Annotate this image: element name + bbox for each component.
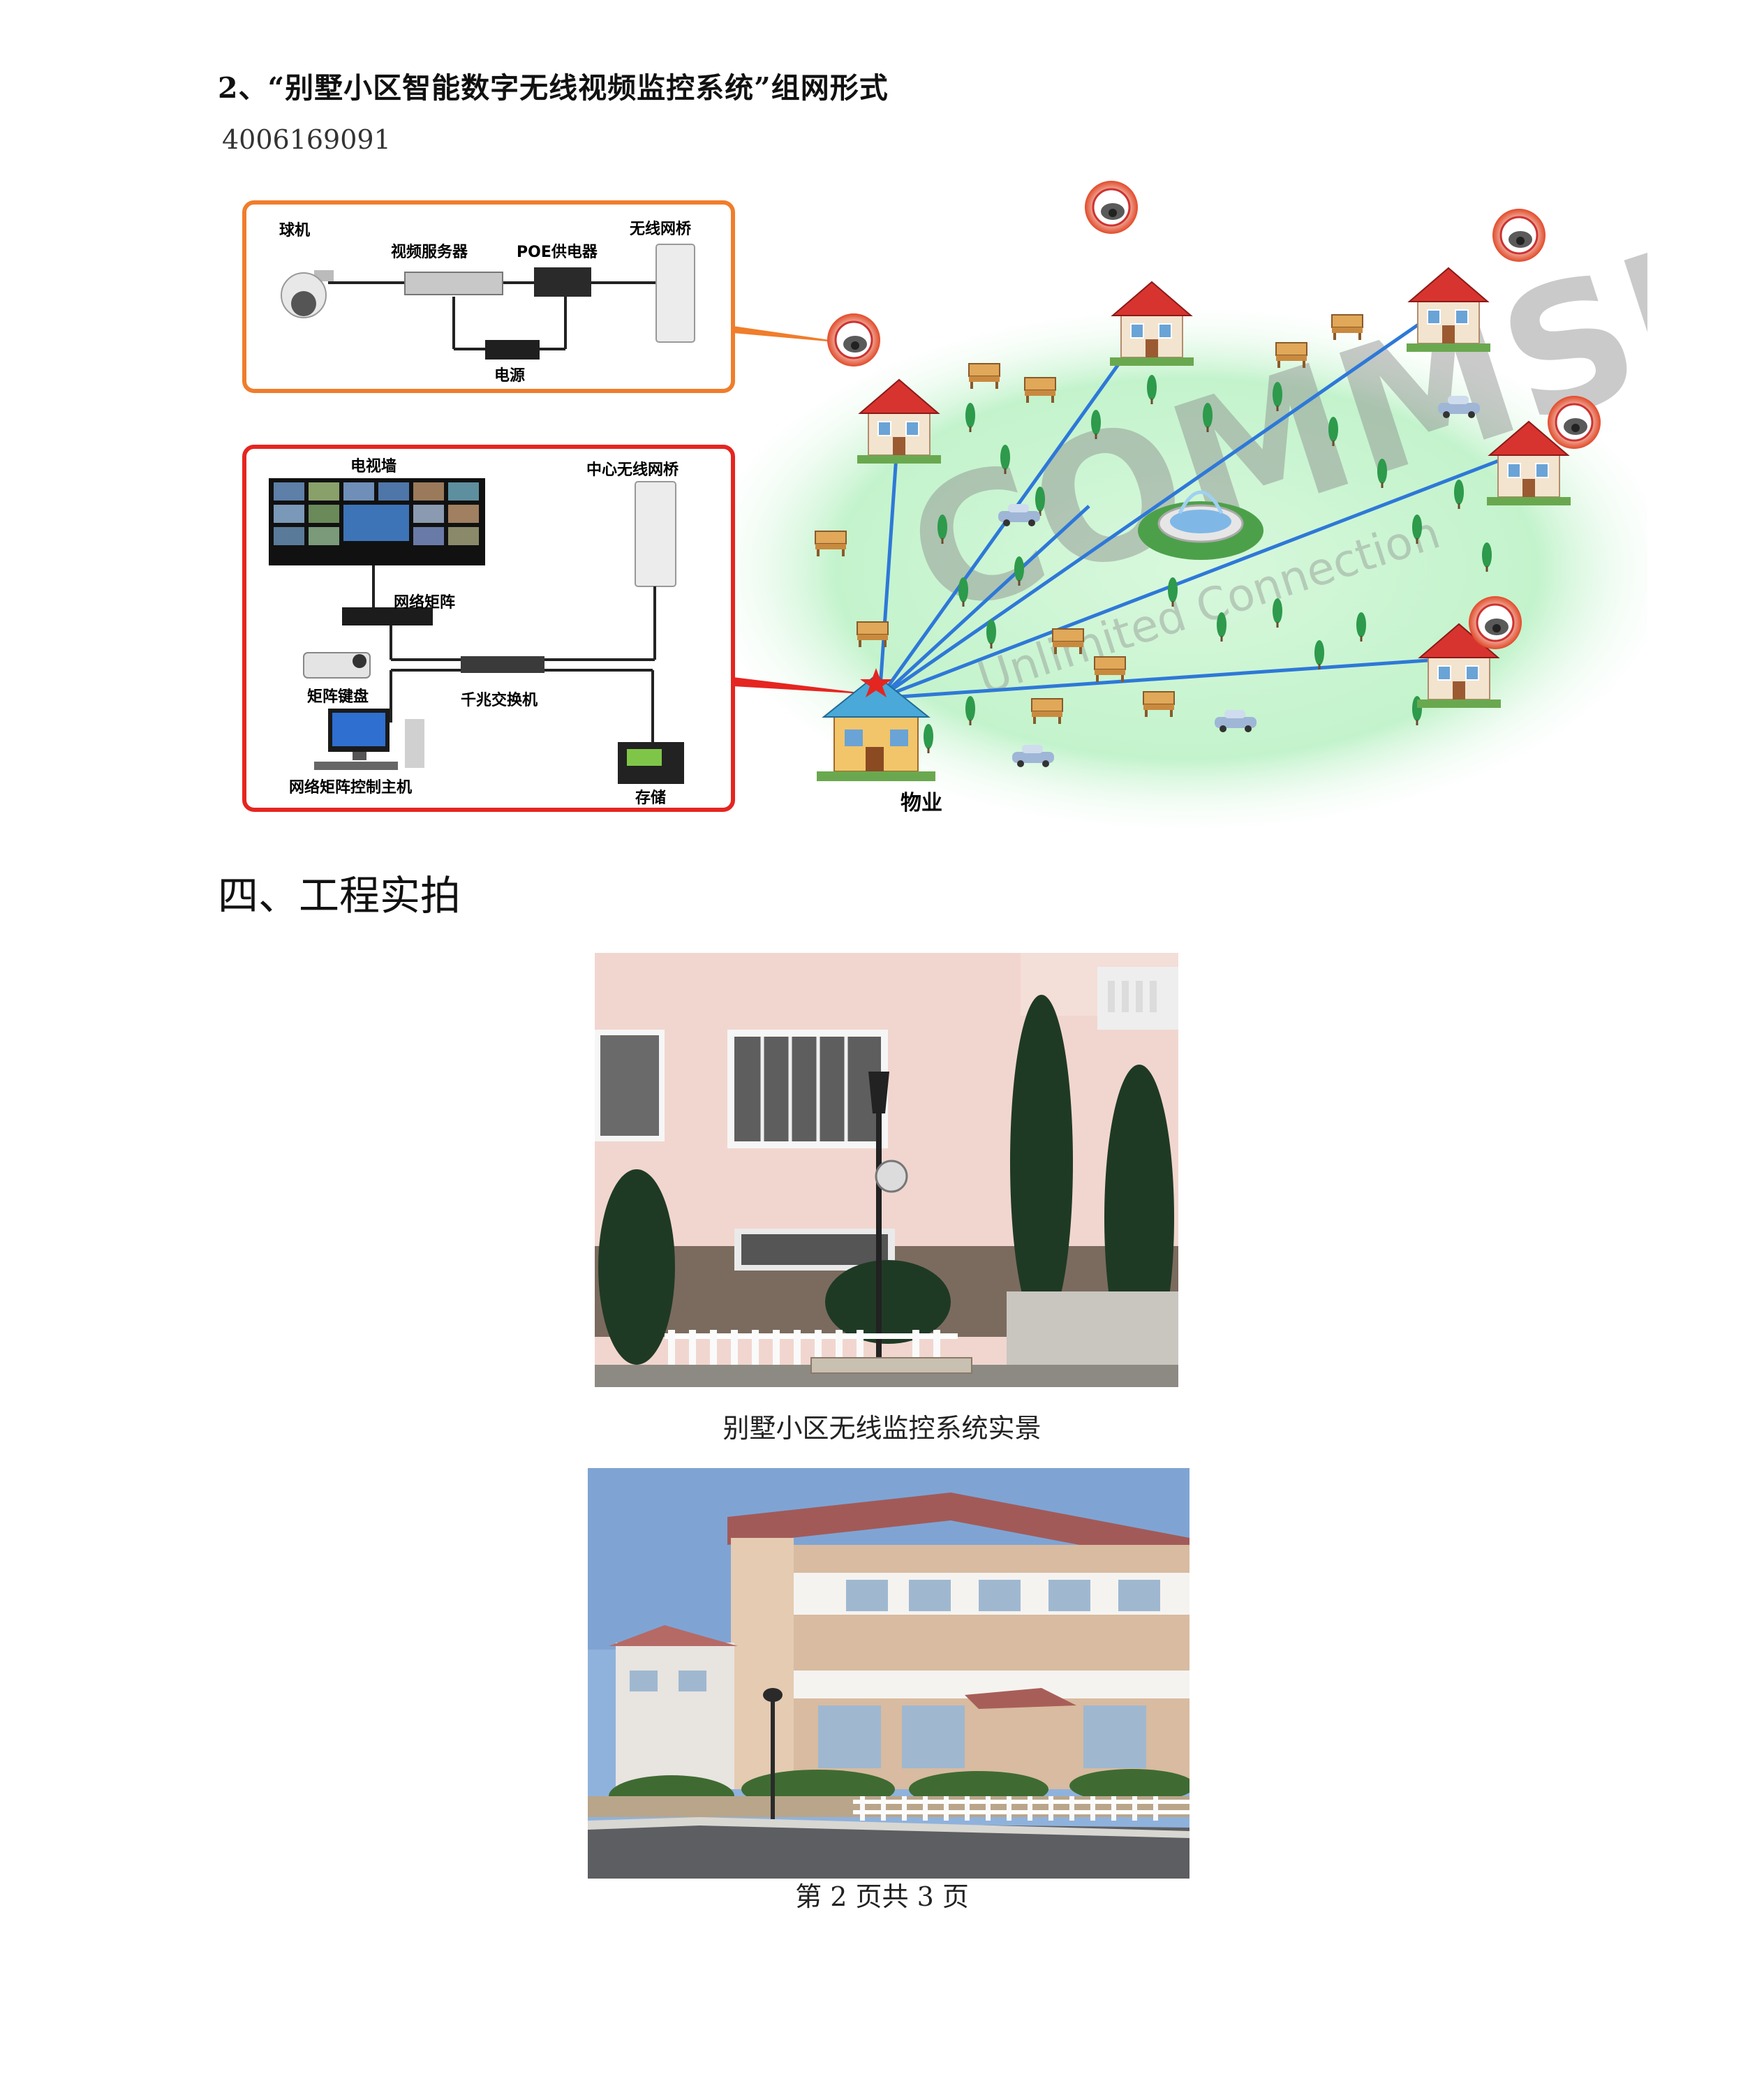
- power-supply-icon: [485, 340, 540, 360]
- label-wireless-bridge: 无线网桥: [630, 220, 691, 238]
- label-poe-injector: POE供电器: [517, 243, 598, 261]
- label-matrix-keyboard: 矩阵键盘: [307, 688, 369, 706]
- phone-number: 4006169091: [222, 124, 391, 155]
- network-diagram: COMMSEN Unlimited Connection 球机 视频服务器 PO…: [242, 178, 1647, 841]
- site-photo-1: [595, 953, 1178, 1387]
- section-title: 四、工程实拍: [218, 872, 461, 919]
- wireless-bridge-icon: [655, 244, 695, 343]
- fountain-icon: [1138, 490, 1263, 560]
- front-end-box: [242, 200, 735, 393]
- label-dome-camera: 球机: [279, 222, 310, 239]
- matrix-keyboard-icon: [303, 652, 371, 679]
- label-storage: 存储: [635, 789, 666, 807]
- label-gigabit-switch: 千兆交换机: [461, 691, 538, 709]
- label-central-bridge: 中心无线网桥: [586, 461, 679, 479]
- label-tv-wall: 电视墙: [350, 457, 396, 475]
- control-host-icon: [314, 709, 424, 770]
- label-matrix-control-host: 网络矩阵控制主机: [289, 778, 412, 797]
- site-photo-2: [588, 1468, 1189, 1879]
- dome-camera-icon: [281, 270, 334, 318]
- tv-wall-icon: [269, 478, 485, 565]
- page-footer: 第 2 页共 3 页: [795, 1881, 969, 1912]
- section-heading: 2、“别墅小区智能数字无线视频监控系统”组网形式: [218, 71, 889, 105]
- property-building-icon: [817, 668, 935, 781]
- central-bridge-icon: [635, 481, 676, 587]
- storage-icon: [618, 742, 684, 784]
- label-power-supply: 电源: [494, 367, 525, 385]
- poe-injector-icon: [534, 267, 591, 297]
- photo-caption: 别墅小区无线监控系统实景: [722, 1413, 1042, 1444]
- label-video-server: 视频服务器: [391, 243, 468, 261]
- label-property: 物业: [900, 791, 942, 815]
- label-network-matrix: 网络矩阵: [394, 593, 455, 612]
- network-matrix-icon: [342, 607, 433, 625]
- video-server-icon: [404, 272, 503, 295]
- gigabit-switch-icon: [461, 656, 544, 673]
